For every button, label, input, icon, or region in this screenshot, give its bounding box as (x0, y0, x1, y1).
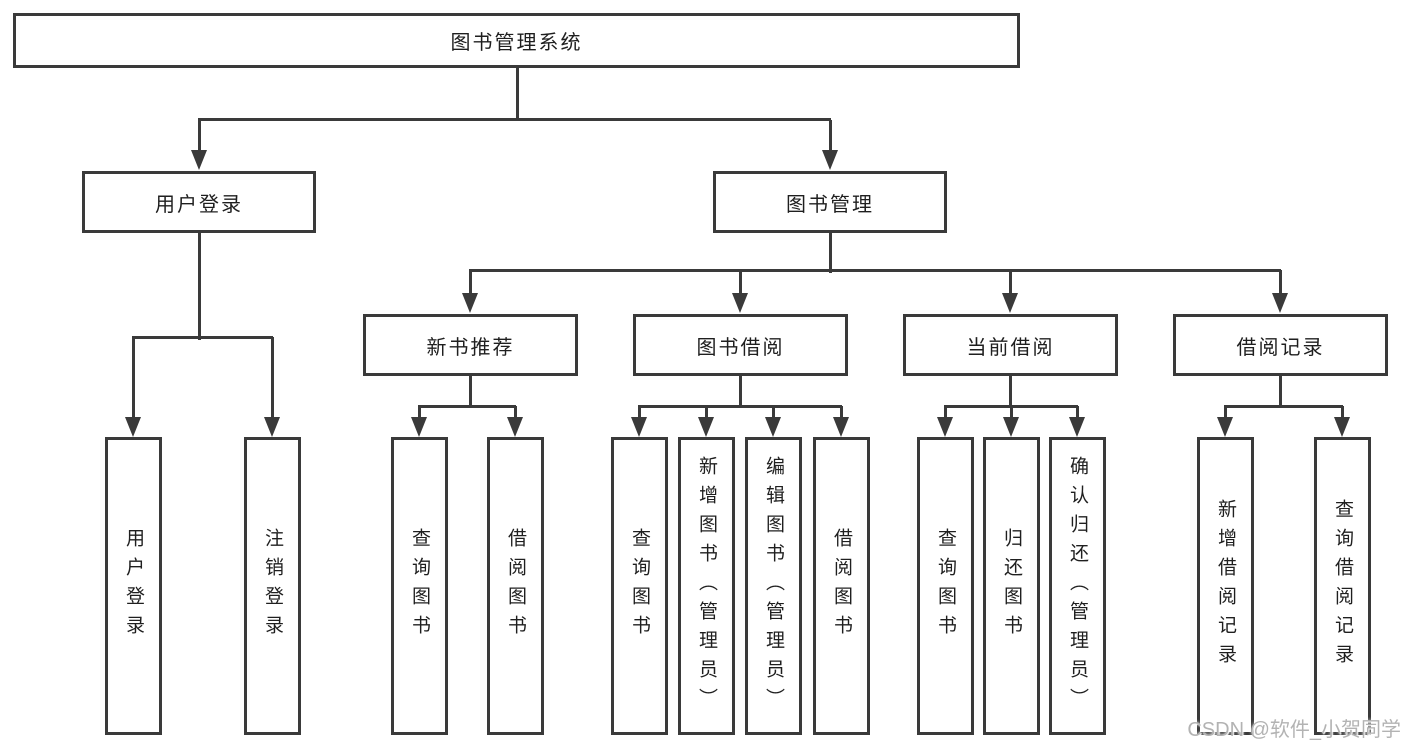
node-label: 归还图书 (1001, 528, 1022, 644)
node-label: 查询借阅记录 (1332, 499, 1353, 673)
connector-line (1076, 406, 1079, 421)
leaf-query-book-borrowing: 查询图书 (611, 437, 668, 735)
node-label: 确认归还（管理员） (1067, 455, 1088, 717)
arrowhead-down-icon (1003, 417, 1019, 437)
node-label: 图书管理系统 (450, 32, 583, 54)
leaf-return-book: 归还图书 (983, 437, 1040, 735)
connector-line (1224, 406, 1227, 421)
node-borrow-records: 借阅记录 (1173, 314, 1388, 376)
connector-line (1279, 270, 1282, 297)
node-current-borrowing: 当前借阅 (903, 314, 1118, 376)
leaf-borrow-book: 借阅图书 (813, 437, 870, 735)
connector-line (1279, 376, 1282, 408)
connector-line (418, 406, 421, 421)
node-label: 注销登录 (262, 528, 283, 644)
connector-line (638, 405, 842, 408)
connector-line (840, 406, 843, 421)
node-label: 新增借阅记录 (1215, 499, 1236, 673)
arrowhead-down-icon (191, 150, 207, 170)
csdn-watermark: CSDN @软件_小贺同学 (1187, 719, 1401, 741)
connector-line (198, 120, 201, 153)
connector-line (1009, 376, 1012, 408)
arrowhead-down-icon (264, 417, 280, 437)
connector-line (132, 336, 273, 339)
arrowhead-down-icon (631, 417, 647, 437)
node-label: 查询图书 (935, 528, 956, 644)
node-user-login: 用户登录 (82, 171, 316, 233)
arrowhead-down-icon (125, 417, 141, 437)
node-label: 图书管理 (786, 193, 874, 216)
leaf-add-book-admin: 新增图书（管理员） (678, 437, 735, 735)
leaf-query-borrow-record: 查询借阅记录 (1314, 437, 1371, 735)
arrowhead-down-icon (507, 417, 523, 437)
connector-line (1224, 405, 1343, 408)
node-label: 用户登录 (155, 193, 243, 216)
leaf-add-borrow-record: 新增借阅记录 (1197, 437, 1254, 735)
node-label: 当前借阅 (966, 336, 1055, 359)
arrowhead-down-icon (1272, 293, 1288, 313)
leaf-query-book-recommend: 查询图书 (391, 437, 448, 735)
node-label: 编辑图书（管理员） (763, 455, 784, 717)
connector-line (469, 269, 1281, 272)
leaf-query-book-current: 查询图书 (917, 437, 974, 735)
leaf-logout: 注销登录 (244, 437, 301, 735)
leaf-borrow-book-recommend: 借阅图书 (487, 437, 544, 735)
connector-line (638, 406, 641, 421)
connector-line (1010, 406, 1013, 421)
leaf-confirm-return-admin: 确认归还（管理员） (1049, 437, 1106, 735)
arrowhead-down-icon (1069, 417, 1085, 437)
arrowhead-down-icon (833, 417, 849, 437)
connector-line (418, 405, 516, 408)
leaf-edit-book-admin: 编辑图书（管理员） (745, 437, 802, 735)
connector-line (772, 406, 775, 421)
node-label: 新书推荐 (426, 336, 515, 359)
node-new-book-recommend: 新书推荐 (363, 314, 578, 376)
node-label: 借阅图书 (831, 528, 852, 644)
node-library-management-system: 图书管理系统 (13, 13, 1020, 68)
arrowhead-down-icon (462, 293, 478, 313)
arrowhead-down-icon (1334, 417, 1350, 437)
connector-line (271, 337, 274, 420)
connector-line (469, 270, 472, 297)
node-label: 查询图书 (409, 528, 430, 644)
connector-line (829, 233, 832, 273)
arrowhead-down-icon (1217, 417, 1233, 437)
connector-line (739, 376, 742, 408)
node-label: 查询图书 (629, 528, 650, 644)
node-label: 借阅图书 (505, 528, 526, 644)
connector-line (514, 406, 517, 421)
arrowhead-down-icon (732, 293, 748, 313)
node-label: 借阅记录 (1236, 336, 1325, 359)
connector-line (944, 406, 947, 421)
connector-line (198, 118, 831, 121)
connector-line (705, 406, 708, 421)
connector-line (469, 376, 472, 408)
connector-line (739, 270, 742, 297)
connector-line (944, 405, 1078, 408)
node-label: 用户登录 (123, 528, 144, 644)
arrowhead-down-icon (765, 417, 781, 437)
connector-line (1009, 270, 1012, 297)
connector-line (829, 120, 832, 153)
node-label: 图书借阅 (696, 336, 785, 359)
connector-line (198, 233, 201, 340)
connector-line (132, 337, 135, 420)
arrowhead-down-icon (822, 150, 838, 170)
arrowhead-down-icon (411, 417, 427, 437)
arrowhead-down-icon (937, 417, 953, 437)
leaf-user-login: 用户登录 (105, 437, 162, 735)
arrowhead-down-icon (1002, 293, 1018, 313)
arrowhead-down-icon (698, 417, 714, 437)
connector-line (1341, 406, 1344, 421)
connector-line (516, 68, 519, 120)
node-book-management: 图书管理 (713, 171, 947, 233)
node-label: 新增图书（管理员） (696, 455, 717, 717)
node-book-borrowing: 图书借阅 (633, 314, 848, 376)
